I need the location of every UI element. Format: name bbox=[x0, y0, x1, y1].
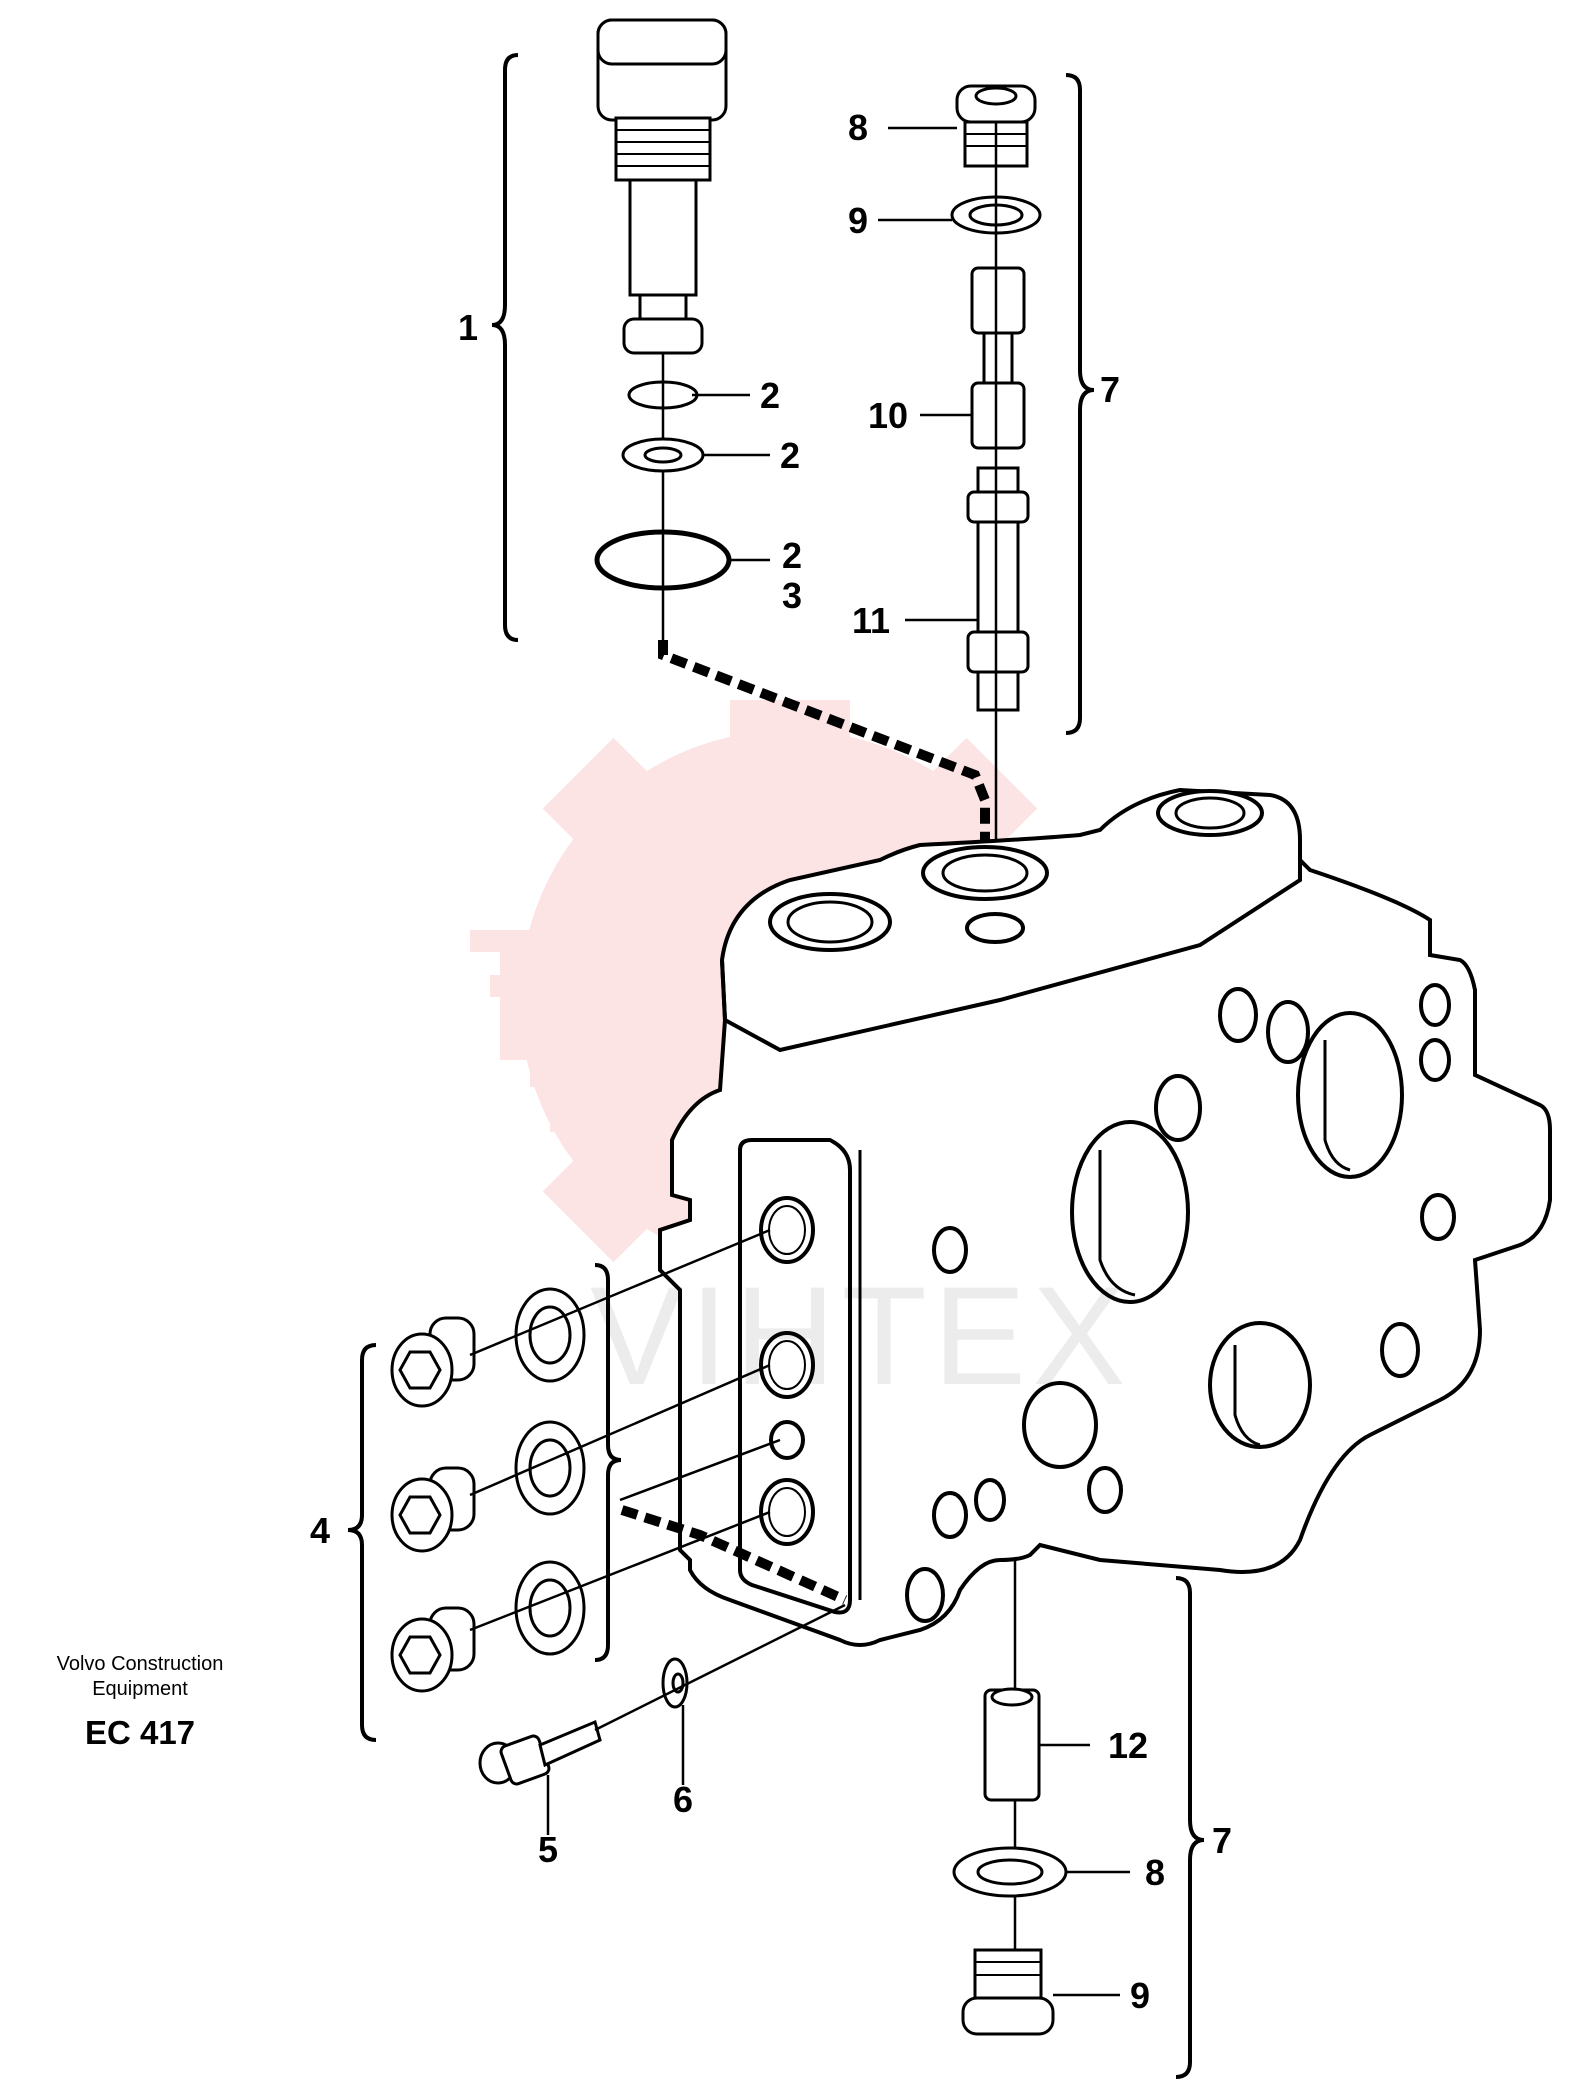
part-6-washer bbox=[661, 1657, 689, 1709]
label-4: 4 bbox=[310, 1510, 330, 1551]
valve-body bbox=[658, 787, 1552, 1647]
leaders-part-4 bbox=[469, 1228, 781, 1632]
part-9-plug-bottom bbox=[961, 1948, 1055, 2036]
label-1: 1 bbox=[458, 307, 478, 348]
part-4-plug-2 bbox=[390, 1420, 586, 1553]
label-7b: 7 bbox=[1212, 1820, 1232, 1861]
bracket-1 bbox=[491, 53, 519, 642]
label-2a: 2 bbox=[760, 375, 780, 416]
part-1-relief-valve bbox=[596, 18, 728, 355]
part-5-bolt bbox=[478, 1719, 602, 1786]
label-3: 3 bbox=[782, 575, 802, 616]
figure-caption: Volvo Construction Equipment EC 417 bbox=[20, 1652, 260, 1752]
part-4-plug-1 bbox=[390, 1287, 586, 1408]
label-11: 11 bbox=[852, 600, 890, 641]
label-10: 10 bbox=[868, 395, 908, 436]
label-9b: 9 bbox=[1130, 1975, 1150, 2016]
part-10-sleeve bbox=[970, 266, 1026, 450]
leader-6-axis bbox=[594, 1603, 846, 1732]
caption-line-1: Volvo Construction bbox=[56, 1653, 224, 1675]
label-8a: 8 bbox=[848, 107, 868, 148]
label-8b: 8 bbox=[1145, 1852, 1165, 1893]
bracket-7-bottom bbox=[1175, 1576, 1205, 2079]
part-11-spool bbox=[966, 466, 1030, 712]
caption-line-2: Equipment bbox=[92, 1678, 188, 1700]
bracket-7-top bbox=[1065, 73, 1095, 735]
label-7a: 7 bbox=[1100, 369, 1120, 410]
dashed-leader-1 bbox=[658, 640, 990, 900]
caption-code: EC 417 bbox=[84, 1714, 196, 1751]
part-4-plug-3 bbox=[390, 1560, 586, 1693]
dashed-leader-4 bbox=[620, 1505, 848, 1605]
watermark-text: VIHTEX bbox=[590, 1257, 1132, 1414]
label-9a: 9 bbox=[848, 200, 868, 241]
bracket-4 bbox=[347, 1343, 377, 1742]
bracket-4-inner bbox=[594, 1263, 622, 1662]
label-6: 6 bbox=[673, 1779, 693, 1820]
part-12-sleeve bbox=[983, 1687, 1041, 1802]
part-8-seal-bottom bbox=[952, 1846, 1068, 1898]
label-12: 12 bbox=[1108, 1725, 1148, 1766]
label-5: 5 bbox=[538, 1829, 558, 1870]
label-2c: 2 bbox=[782, 535, 802, 576]
label-2b: 2 bbox=[780, 435, 800, 476]
